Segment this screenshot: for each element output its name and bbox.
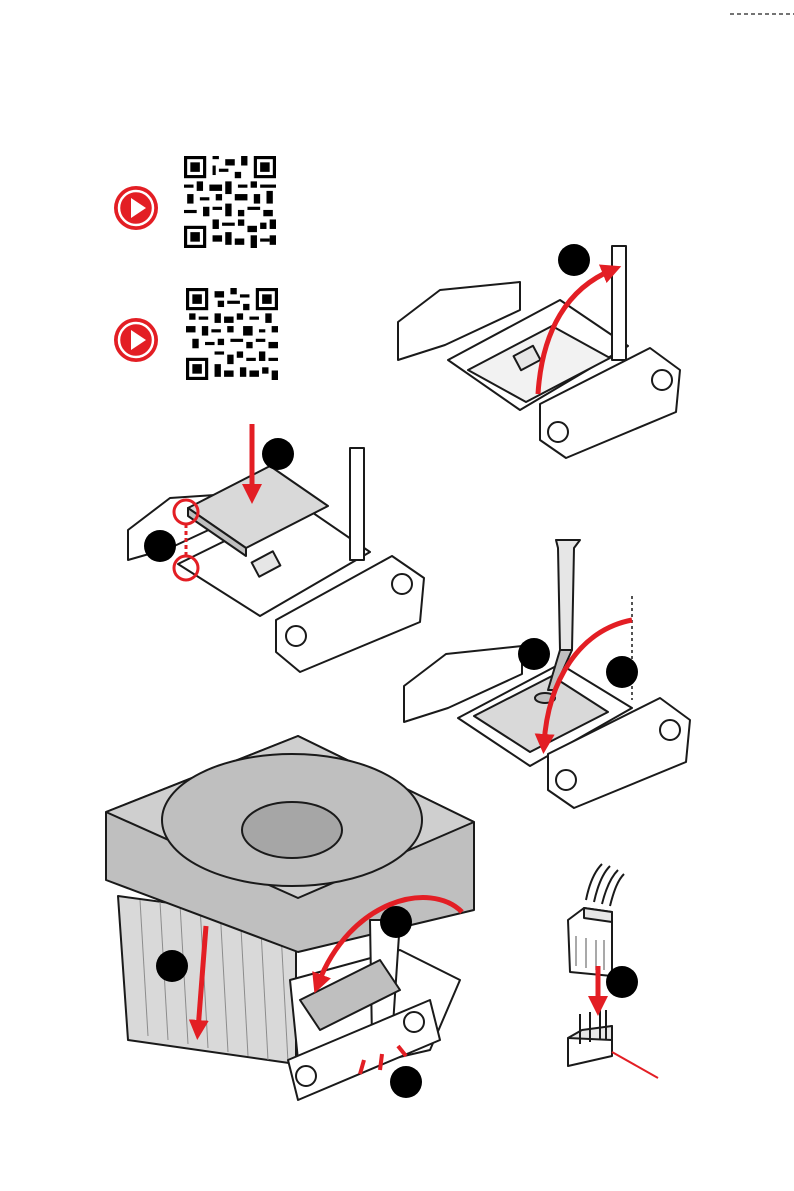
step-marker xyxy=(262,438,294,470)
fan-header-pointer xyxy=(612,1052,658,1078)
step-marker xyxy=(156,950,188,982)
cpu-cooler xyxy=(106,736,474,1100)
fan-connector xyxy=(568,864,624,1066)
step-marker xyxy=(558,244,590,276)
step-marker xyxy=(606,656,638,688)
socket-lever-open xyxy=(398,246,680,458)
step-marker xyxy=(390,1066,422,1098)
step-marker xyxy=(606,966,638,998)
socket-cpu-insert xyxy=(128,448,424,672)
step-marker xyxy=(518,638,550,670)
step-marker xyxy=(380,906,412,938)
socket-paste-lever xyxy=(404,540,690,808)
step-marker xyxy=(144,530,176,562)
